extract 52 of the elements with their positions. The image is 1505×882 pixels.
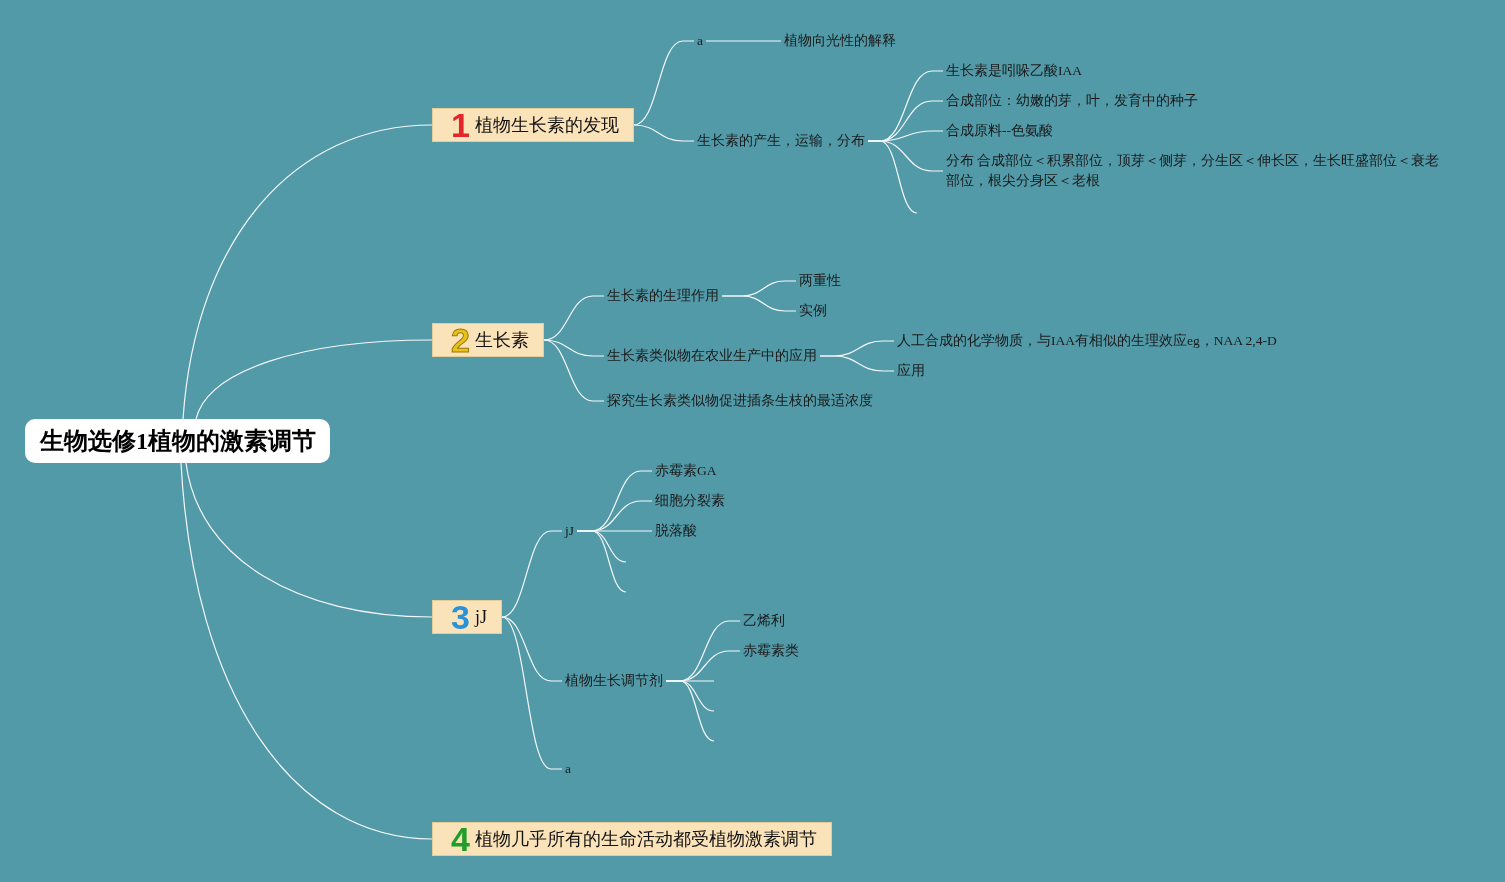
branch-line: [665, 680, 715, 742]
branch-text: 植物向光性的解释: [784, 32, 896, 50]
topic-box: [432, 108, 634, 142]
branch-text: 实例: [799, 302, 827, 320]
branch-text: 赤霉素类: [743, 642, 799, 660]
branch-line: [543, 339, 605, 357]
branch-text: 分布 合成部位＜积累部位，顶芽＜侧芽，分生区＜伸长区，生长旺盛部位＜衰老部位，根尖分身区＜老根: [946, 151, 1444, 191]
branch-line: [633, 40, 695, 126]
branch-text: 探究生长素类似物促进插条生枝的最适浓度: [607, 392, 873, 410]
topic-box: [432, 600, 502, 634]
branch-line: [867, 140, 918, 214]
branch-text: 生长素的生理作用: [607, 287, 719, 305]
topic-number: 1: [451, 108, 470, 142]
topic-number: 4: [451, 822, 470, 856]
branch-text: 细胞分裂素: [655, 492, 725, 510]
branch-line: [182, 124, 433, 420]
branch-line: [185, 462, 433, 618]
branch-line: [576, 530, 627, 593]
branch-line: [705, 40, 782, 42]
branch-line: [543, 295, 605, 341]
branch-text: 脱落酸: [655, 522, 697, 540]
central-topic: 生物选修1植物的激素调节: [25, 419, 330, 463]
branch-text: jJ: [565, 522, 574, 540]
branch-text: 人工合成的化学物质，与IAA有相似的生理效应eg，NAA 2,4-D: [897, 332, 1277, 350]
topic-number: 3: [451, 600, 470, 634]
branch-text: a: [697, 32, 703, 50]
topic-title: 生长素: [474, 329, 529, 352]
topic-title: jJ: [474, 606, 487, 629]
branch-line: [501, 530, 563, 618]
branch-line: [819, 355, 895, 372]
branch-text: 生长素的产生，运输，分布: [697, 132, 865, 150]
branch-line: [543, 339, 605, 402]
topic-title: 植物生长素的发现: [474, 114, 619, 137]
topic-number: 2: [451, 323, 470, 357]
branch-text: 生长素是吲哚乙酸IAA: [946, 62, 1082, 80]
branch-line: [180, 462, 433, 840]
branch-line: [721, 295, 797, 312]
topic-box: [432, 323, 544, 357]
branch-text: 生长素类似物在农业生产中的应用: [607, 347, 817, 365]
branch-text: 植物生长调节剂: [565, 672, 663, 690]
branch-text: 乙烯利: [743, 612, 785, 630]
branch-text: 赤霉素GA: [655, 462, 717, 480]
branch-line: [501, 616, 563, 770]
branch-line: [633, 124, 695, 142]
topic-box: [432, 822, 832, 856]
branch-line: [195, 339, 433, 420]
branch-text: 合成原料--色氨酸: [946, 122, 1053, 140]
branch-text: 两重性: [799, 272, 841, 290]
branch-text: a: [565, 760, 571, 778]
topic-title: 植物几乎所有的生命活动都受植物激素调节: [474, 828, 817, 851]
branch-text: 应用: [897, 362, 925, 380]
branch-text: 合成部位：幼嫩的芽，叶，发育中的种子: [946, 92, 1198, 110]
